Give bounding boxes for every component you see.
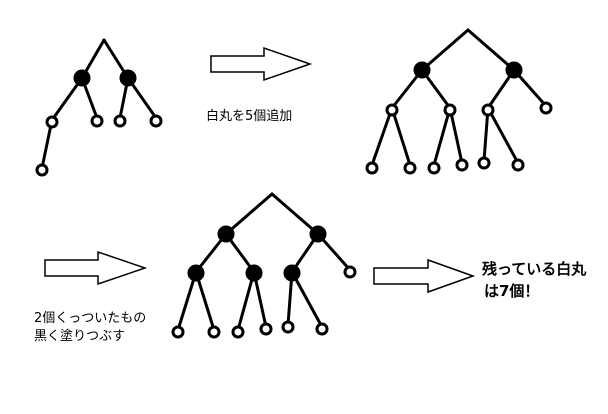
tree-filled <box>176 192 352 332</box>
white-node <box>511 158 525 172</box>
step-arrow-2 <box>44 250 148 286</box>
white-node <box>259 322 273 336</box>
white-node <box>149 114 163 128</box>
step-arrow-1 <box>210 46 313 82</box>
step2-caption-line1: 2個くっついたもの <box>34 311 147 326</box>
black-node <box>119 69 137 87</box>
black-node <box>505 61 523 79</box>
step1-caption: 白丸を5個追加 <box>206 109 293 124</box>
result-line1: 残っている白丸 <box>482 260 587 278</box>
tree-added-nodes <box>365 61 553 175</box>
result-line2: は7個！ <box>484 282 540 300</box>
white-node <box>315 322 329 336</box>
tree-initial-nodes <box>35 69 163 177</box>
white-node <box>477 156 491 170</box>
tree-added <box>370 28 548 167</box>
black-node <box>187 264 205 282</box>
step2-caption-line2: 黒く塗りつぶす <box>34 329 126 344</box>
white-node <box>443 103 457 117</box>
white-node <box>35 163 49 177</box>
white-node <box>539 101 553 115</box>
white-node <box>231 325 245 339</box>
white-node <box>385 103 399 117</box>
step-arrow-3 <box>373 258 476 294</box>
white-node <box>207 325 221 339</box>
white-node <box>403 161 417 175</box>
tree-initial <box>40 38 158 170</box>
black-node <box>73 69 91 87</box>
white-node <box>45 115 59 129</box>
black-node <box>309 225 327 243</box>
white-node <box>281 320 295 334</box>
black-node <box>413 61 431 79</box>
white-node <box>455 158 469 172</box>
black-node <box>245 264 263 282</box>
white-node <box>427 161 441 175</box>
white-node <box>90 114 104 128</box>
white-node <box>113 114 127 128</box>
tree-filled-nodes <box>171 225 357 339</box>
black-node <box>283 264 301 282</box>
white-node <box>481 103 495 117</box>
white-node <box>343 265 357 279</box>
black-node <box>217 225 235 243</box>
white-node <box>171 325 185 339</box>
white-node <box>365 161 379 175</box>
